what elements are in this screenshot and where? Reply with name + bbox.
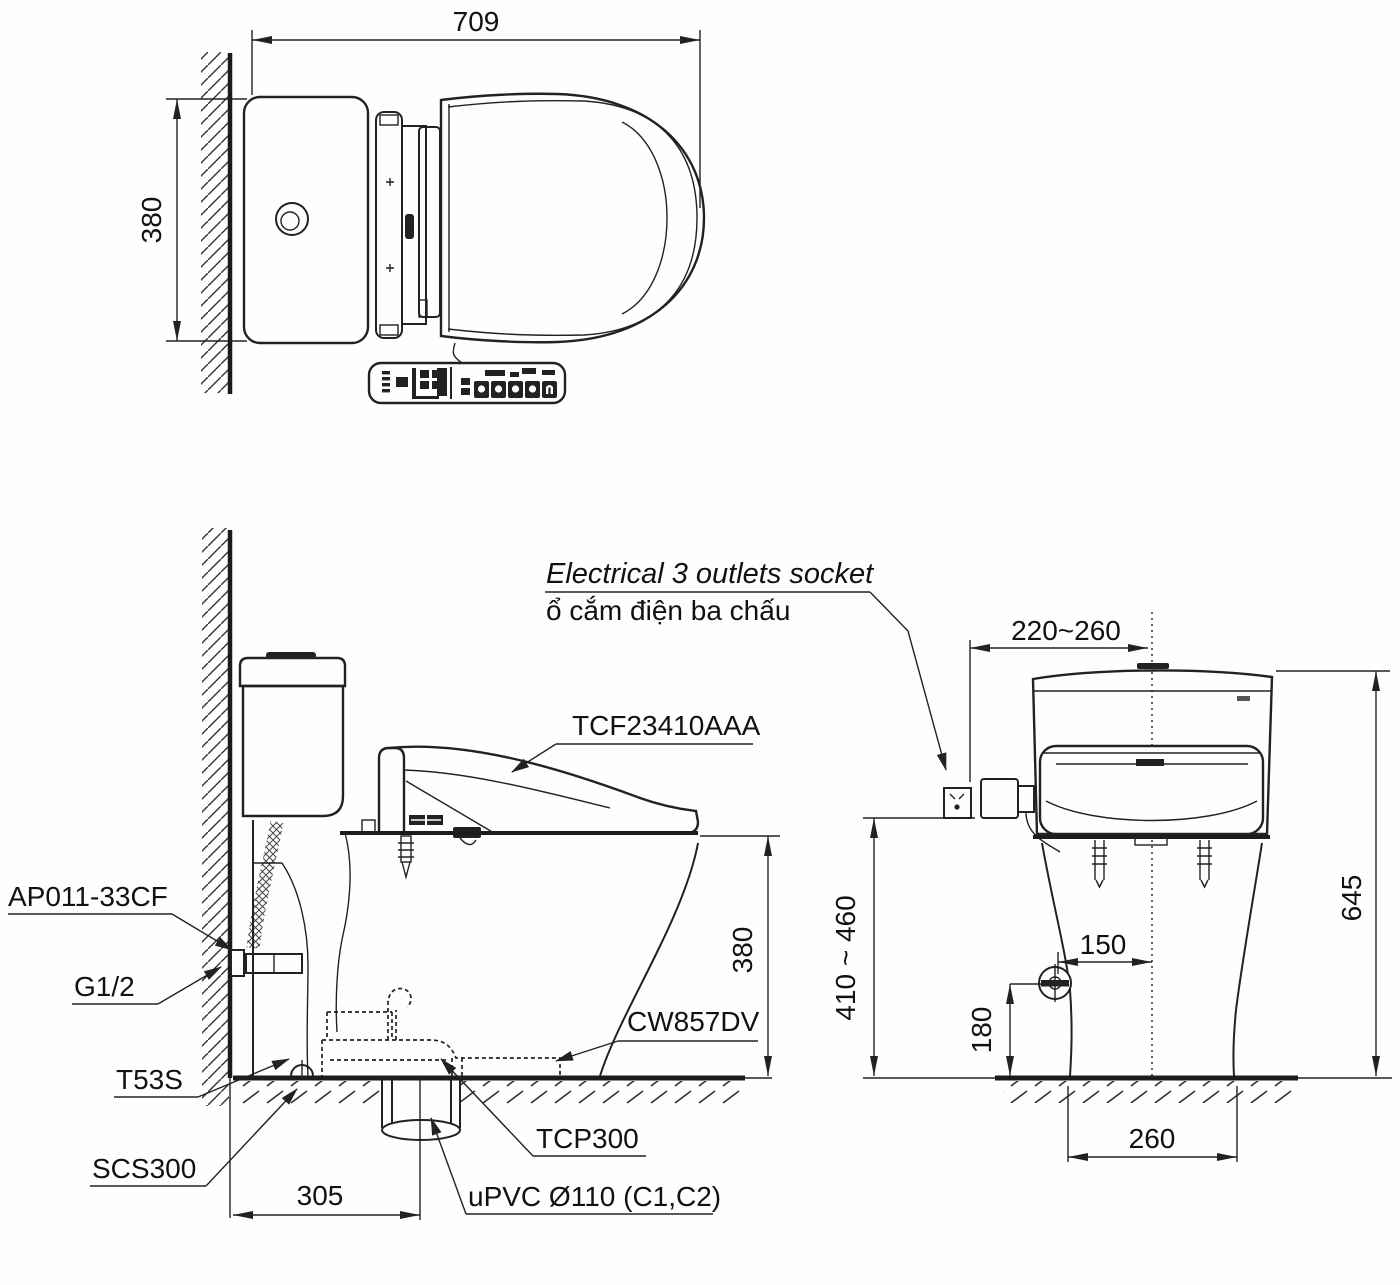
electrical-note: Electrical 3 outlets socket ổ cắm điện b… <box>545 558 947 771</box>
power-socket-icon <box>943 787 972 819</box>
remote-button-glyphs <box>477 385 553 394</box>
svg-text:TCP300: TCP300 <box>536 1123 639 1154</box>
note-english: Electrical 3 outlets socket <box>546 558 875 590</box>
floor-hatch-side <box>240 1081 740 1105</box>
dim-709-label: 709 <box>453 6 500 37</box>
dim-150-label: 150 <box>1080 929 1127 960</box>
label-drain-pipe: uPVC Ø110 (C1,C2) <box>430 1117 721 1215</box>
label-stop-valve: T53S <box>114 1058 290 1098</box>
svg-text:TCF23410AAA: TCF23410AAA <box>572 710 761 741</box>
bowl-side-view <box>252 820 699 1077</box>
label-adapter: TCP300 <box>440 1058 646 1157</box>
dim-380-top-label: 380 <box>136 197 167 244</box>
washlet-side-view <box>361 745 700 880</box>
tank-top-view <box>242 95 370 345</box>
label-supply-valve: AP011-33CF <box>8 881 233 951</box>
seat-front-view <box>1038 744 1265 836</box>
svg-text:CW857DV: CW857DV <box>627 1006 760 1037</box>
note-leader <box>869 591 947 771</box>
wall-fitting <box>230 949 303 977</box>
tank-button-icon <box>275 202 309 236</box>
washlet-hinge-top-view <box>375 111 441 339</box>
part-labels: TCF23410AAA CW857DV AP011-33CF G1/2 T53S <box>8 710 761 1215</box>
note-vietnamese: ổ cắm điện ba chấu <box>546 595 790 626</box>
tank-front-view <box>1031 663 1274 836</box>
wall-hatch <box>201 52 228 393</box>
dim-180: 180 <box>966 983 1046 1076</box>
hinge-slot <box>405 214 414 239</box>
dim-305-label: 305 <box>297 1180 344 1211</box>
dim-380-side-label: 380 <box>727 927 758 974</box>
remote-buttons <box>382 367 557 399</box>
dim-645-label: 645 <box>1336 875 1367 922</box>
top-view: 709 380 <box>136 6 706 405</box>
water-supply-stub <box>398 835 414 880</box>
power-plug <box>980 778 1061 853</box>
svg-text:T53S: T53S <box>116 1064 183 1095</box>
dim-220-260-label: 220~260 <box>1011 615 1121 646</box>
supply-hose <box>246 820 284 949</box>
dim-410-460-label: 410 ~ 460 <box>830 895 861 1020</box>
dim-180-label: 180 <box>966 1007 997 1054</box>
front-view: 220~260 645 410 ~ 460 150 180 260 <box>830 612 1392 1162</box>
dim-260-label: 260 <box>1129 1123 1176 1154</box>
dim-709: 709 <box>251 6 701 208</box>
dim-150: 150 <box>1057 929 1152 974</box>
dim-220-260: 220~260 <box>969 615 1148 782</box>
svg-text:SCS300: SCS300 <box>92 1153 196 1184</box>
dim-645: 645 <box>1276 670 1390 1076</box>
toto-logo <box>1237 696 1250 701</box>
svg-text:G1/2: G1/2 <box>74 971 135 1002</box>
tank-side-view <box>238 652 347 818</box>
remote-body <box>367 361 567 405</box>
side-view: 380 305 TCF23410AAA CW857DV AP011-33CF <box>8 528 780 1220</box>
seat-lid-top-view <box>439 92 706 344</box>
bowl-back-profile <box>599 842 699 1077</box>
drain-pipe <box>381 1079 461 1141</box>
svg-text:AP011-33CF: AP011-33CF <box>8 881 168 912</box>
label-floor-flange: SCS300 <box>90 1088 298 1187</box>
dim-380-top: 380 <box>136 98 247 342</box>
dim-305: 305 <box>233 1078 421 1220</box>
svg-text:uPVC Ø110 (C1,C2): uPVC Ø110 (C1,C2) <box>468 1181 721 1212</box>
label-washlet: TCF23410AAA <box>511 710 761 773</box>
dim-380-side: 380 <box>700 835 780 1076</box>
dim-410-460: 410 ~ 460 <box>830 817 975 1076</box>
floor-hatch-front <box>1003 1081 1295 1103</box>
label-bowl: CW857DV <box>555 1006 760 1062</box>
bolt-hole <box>1038 964 1072 1002</box>
hidden-trapway <box>321 987 561 1076</box>
wall-hatch-side <box>202 528 229 1106</box>
inlet-stubs <box>1092 836 1212 889</box>
dim-260: 260 <box>1067 1086 1238 1162</box>
label-thread: G1/2 <box>72 966 222 1005</box>
remote-control <box>367 342 567 405</box>
